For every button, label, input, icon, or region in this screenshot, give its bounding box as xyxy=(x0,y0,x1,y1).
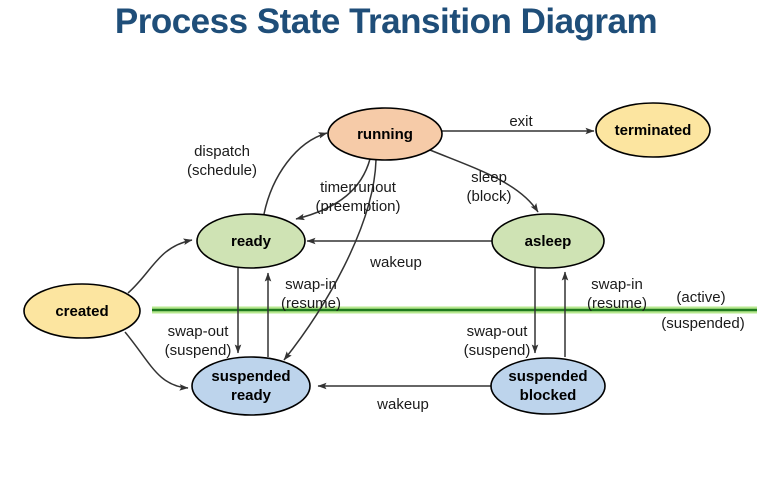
svg-text:swap-out: swap-out xyxy=(168,323,230,340)
svg-text:swap-out: swap-out xyxy=(467,323,529,340)
node-label-created: created xyxy=(55,303,108,320)
edge-running-to-suspended-ready xyxy=(283,159,377,361)
edge-label-swapout-right: swap-out (suspend) xyxy=(464,323,531,359)
edge-label-dispatch: dispatch (schedule) xyxy=(187,143,257,179)
edge-label-wakeup-suspended: wakeup xyxy=(376,396,429,413)
edge-label-exit: exit xyxy=(509,113,533,130)
node-label-suspended-ready-line2: ready xyxy=(231,387,272,404)
edge-label-sleep-block: sleep (block) xyxy=(466,169,511,205)
node-label-running: running xyxy=(357,126,413,143)
edge-label-swapout-left: swap-out (suspend) xyxy=(165,323,232,359)
edge-label-swapin-right: swap-in (resume) xyxy=(587,276,647,312)
node-label-suspended-blocked-line2: blocked xyxy=(520,387,577,404)
svg-text:(preemption): (preemption) xyxy=(315,198,400,215)
svg-text:sleep: sleep xyxy=(471,169,507,186)
node-suspended-blocked[interactable]: suspended blocked xyxy=(490,357,606,415)
svg-text:(schedule): (schedule) xyxy=(187,162,257,179)
edge-label-timerrunout: timerrunout (preemption) xyxy=(315,179,400,215)
node-label-asleep: asleep xyxy=(525,233,572,250)
edge-created-to-ready xyxy=(127,238,193,294)
svg-text:dispatch: dispatch xyxy=(194,143,250,160)
edge-dispatch xyxy=(263,132,328,215)
active-suspended-divider: (active) (suspended) xyxy=(152,289,757,332)
svg-text:swap-in: swap-in xyxy=(285,276,337,293)
page-title: Process State Transition Diagram xyxy=(114,2,658,41)
svg-text:exit: exit xyxy=(509,113,533,130)
node-terminated[interactable]: terminated xyxy=(595,102,711,158)
node-ready[interactable]: ready xyxy=(196,213,306,269)
svg-text:wakeup: wakeup xyxy=(376,396,429,413)
edge-created-to-suspended-ready xyxy=(124,331,189,391)
node-created[interactable]: created xyxy=(23,283,141,339)
node-running[interactable]: running xyxy=(327,107,443,161)
edge-label-wakeup-active: wakeup xyxy=(369,254,422,271)
svg-text:wakeup: wakeup xyxy=(369,254,422,271)
edge-label-swapin-left: swap-in (resume) xyxy=(281,276,341,312)
svg-text:(suspend): (suspend) xyxy=(464,342,531,359)
svg-text:(block): (block) xyxy=(466,188,511,205)
svg-text:(suspend): (suspend) xyxy=(165,342,232,359)
node-label-suspended-blocked-line1: suspended xyxy=(508,368,587,385)
node-label-terminated: terminated xyxy=(615,122,692,139)
node-suspended-ready[interactable]: suspended ready xyxy=(191,356,311,416)
svg-text:swap-in: swap-in xyxy=(591,276,643,293)
edge-sleep-block xyxy=(429,149,539,213)
node-asleep[interactable]: asleep xyxy=(491,213,605,269)
node-label-suspended-ready-line1: suspended xyxy=(211,368,290,385)
node-label-ready: ready xyxy=(231,233,272,250)
divider-label-active: (active) xyxy=(676,289,725,306)
svg-text:timerrunout: timerrunout xyxy=(320,179,397,196)
divider-label-suspended: (suspended) xyxy=(661,315,744,332)
svg-text:(resume): (resume) xyxy=(587,295,647,312)
edge-timerrunout xyxy=(295,158,371,221)
svg-text:(resume): (resume) xyxy=(281,295,341,312)
